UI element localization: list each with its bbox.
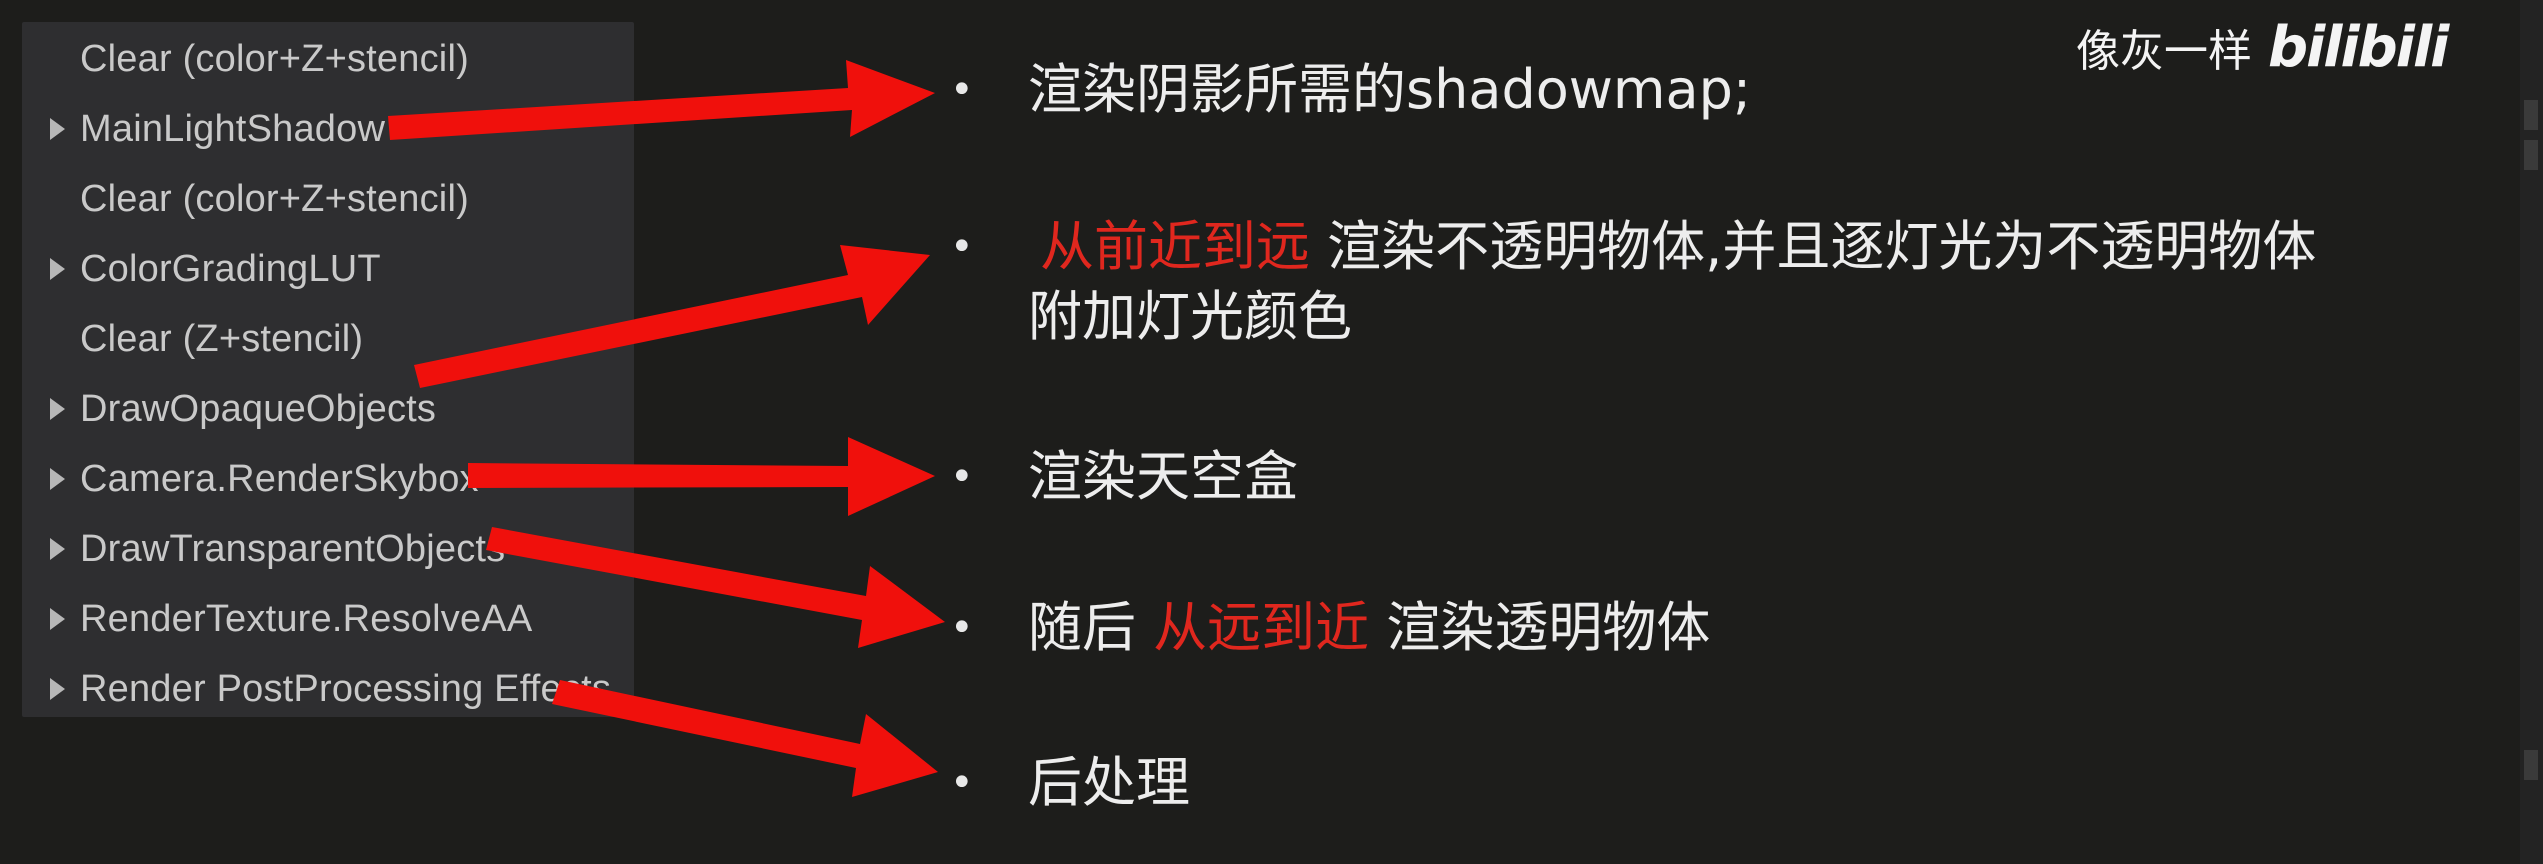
bullet-icon: • bbox=[950, 454, 974, 500]
watermark-author: 像灰一样 bbox=[2076, 26, 2252, 77]
arrow-skybox-icon bbox=[468, 437, 935, 516]
frame-event-drawopaqueobjects[interactable]: DrawOpaqueObjects bbox=[22, 374, 634, 444]
expand-arrow-icon[interactable] bbox=[50, 678, 65, 700]
note-text: 渲染天空盒 bbox=[1028, 445, 1298, 508]
edge-marker bbox=[2524, 140, 2538, 170]
frame-event-label: Render PostProcessing Effects bbox=[80, 667, 612, 710]
frame-event-drawtransparentobjects[interactable]: DrawTransparentObjects bbox=[22, 514, 634, 584]
expand-arrow-icon[interactable] bbox=[50, 258, 65, 280]
note-suffix: 渲染透明物体 bbox=[1369, 596, 1711, 659]
frame-event-list: Clear (color+Z+stencil) MainLightShadow … bbox=[22, 22, 634, 717]
frame-event-colorgradinglut[interactable]: ColorGradingLUT bbox=[22, 234, 634, 304]
note-text-rest: 渲染不透明物体,并且逐灯光为不透明物体 bbox=[1310, 215, 2317, 278]
video-watermark: 像灰一样 bilibili bbox=[2076, 12, 2449, 82]
bullet-icon: • bbox=[950, 605, 974, 651]
arrow-drawopaque-icon bbox=[414, 245, 930, 388]
frame-event-label: Clear (Z+stencil) bbox=[80, 317, 364, 360]
expand-arrow-icon[interactable] bbox=[50, 538, 65, 560]
frame-event-label: RenderTexture.ResolveAA bbox=[80, 597, 533, 640]
frame-event-render-postprocessing[interactable]: Render PostProcessing Effects bbox=[22, 654, 634, 724]
arrow-mainlightshadow-icon bbox=[388, 60, 935, 140]
frame-event-label: DrawOpaqueObjects bbox=[80, 387, 437, 430]
highlight-text: 从前近到远 bbox=[1040, 215, 1310, 278]
frame-event-clear-z-stencil[interactable]: Clear (Z+stencil) bbox=[22, 304, 634, 374]
bilibili-logo: bilibili bbox=[2268, 14, 2449, 80]
frame-event-label: ColorGradingLUT bbox=[80, 247, 381, 290]
frame-event-label: Clear (color+Z+stencil) bbox=[80, 177, 469, 220]
edge-marker bbox=[2524, 100, 2538, 130]
frame-event-mainlightshadow[interactable]: MainLightShadow bbox=[22, 94, 634, 164]
frame-event-clear-color-z-stencil[interactable]: Clear (color+Z+stencil) bbox=[22, 164, 634, 234]
frame-event-camera-renderskybox[interactable]: Camera.RenderSkybox bbox=[22, 444, 634, 514]
bullet-icon: • bbox=[950, 67, 974, 113]
frame-event-rendertexture-resolveaa[interactable]: RenderTexture.ResolveAA bbox=[22, 584, 634, 654]
expand-arrow-icon[interactable] bbox=[50, 398, 65, 420]
expand-arrow-icon[interactable] bbox=[50, 118, 65, 140]
note-text: 渲染阴影所需的shadowmap; bbox=[1028, 58, 1752, 121]
bullet-icon: • bbox=[950, 224, 974, 270]
note-text: 随后 从远到近 渲染透明物体 bbox=[1028, 593, 1710, 663]
frame-event-label: DrawTransparentObjects bbox=[80, 527, 506, 570]
arrow-postprocess-icon bbox=[552, 680, 938, 797]
highlight-text: 从远到近 bbox=[1153, 596, 1370, 659]
frame-event-label: Clear (color+Z+stencil) bbox=[80, 37, 469, 80]
expand-arrow-icon[interactable] bbox=[50, 468, 65, 490]
expand-arrow-icon[interactable] bbox=[50, 608, 65, 630]
frame-event-clear-color-z-stencil[interactable]: Clear (color+Z+stencil) bbox=[22, 24, 634, 94]
arrow-transparent-icon bbox=[486, 527, 945, 648]
frame-event-label: Camera.RenderSkybox bbox=[80, 457, 479, 500]
note-text: 从前近到远 渲染不透明物体,并且逐灯光为不透明物体 bbox=[1040, 212, 2316, 282]
frame-event-label: MainLightShadow bbox=[80, 107, 386, 150]
right-edge-strip bbox=[2520, 0, 2543, 864]
note-text: 后处理 bbox=[1028, 751, 1190, 814]
note-text-line2: 附加灯光颜色 bbox=[1028, 285, 1352, 348]
note-prefix: 随后 bbox=[1028, 596, 1154, 659]
edge-marker bbox=[2524, 750, 2538, 780]
bullet-icon: • bbox=[950, 760, 974, 806]
